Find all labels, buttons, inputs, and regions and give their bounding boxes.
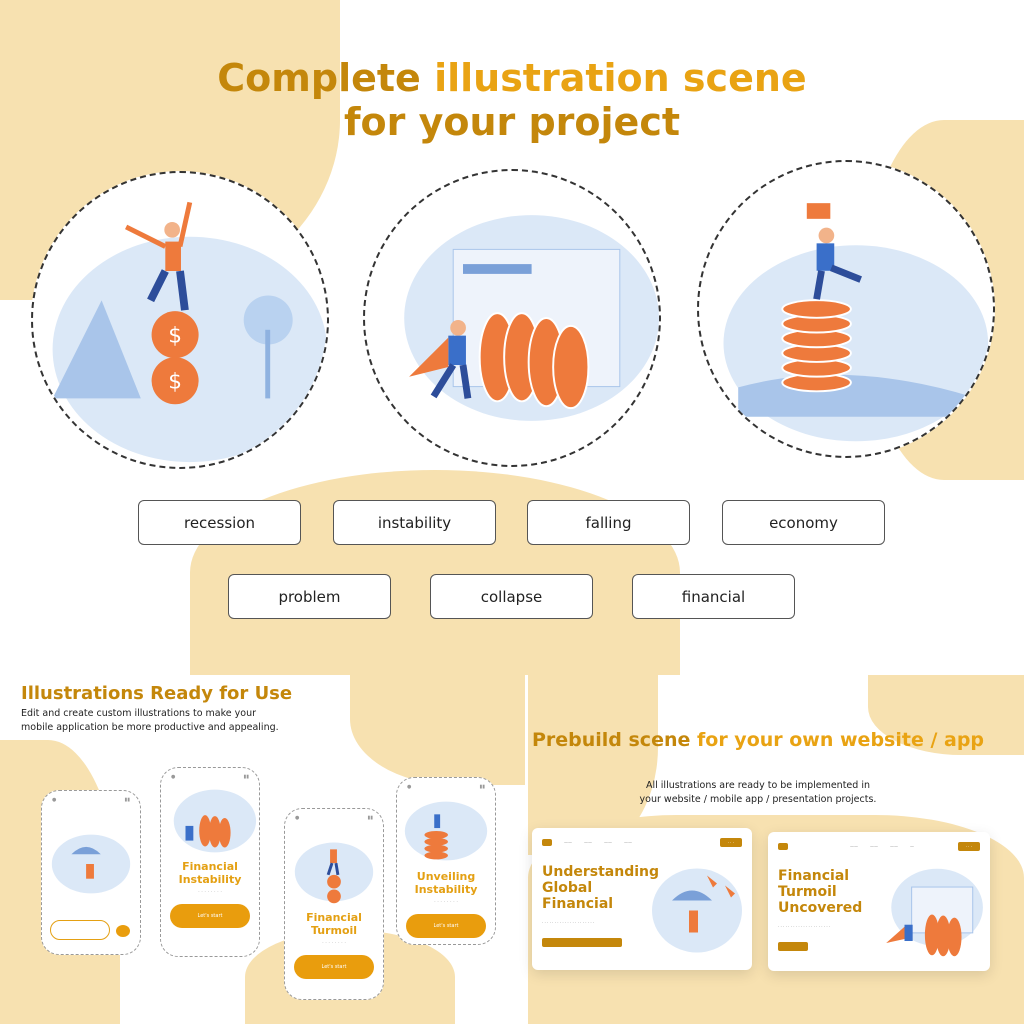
title-text: Complete (217, 56, 435, 100)
page-title: Complete illustration scene for your pro… (0, 56, 1024, 144)
man-on-coin-stack-illustration (404, 801, 488, 861)
website-cta-button[interactable] (542, 938, 622, 947)
status-bar: ●▮▮ (171, 774, 249, 780)
scene-circle-3 (697, 160, 995, 458)
chat-input[interactable] (50, 920, 110, 940)
man-pushing-falling-coins-illustration (404, 215, 659, 421)
lets-start-button[interactable]: Let's start (406, 914, 486, 938)
phone-description: · · · · · · · · (322, 940, 346, 946)
scene-circle-2 (363, 169, 661, 467)
title-accent: for your own website / app (697, 729, 985, 751)
tag-problem[interactable]: problem (228, 574, 391, 619)
mobile-section-title: Illustrations Ready for Use (21, 683, 293, 704)
tag-falling[interactable]: falling (527, 500, 690, 545)
umbrella-illustration (652, 868, 742, 953)
logo-icon (778, 843, 788, 850)
title-text: Prebuild scene (531, 729, 697, 751)
scene-circle-1: $$ (31, 171, 329, 469)
website-mockup-1: ————————· · · Understanding Global Finan… (532, 828, 752, 970)
title-accent: illustration scene (434, 56, 807, 100)
phone-description: · · · · · · · · (198, 889, 222, 895)
phone-mockup-3: ●▮▮ Financial Turmoil · · · · · · · · Le… (284, 808, 384, 1000)
web-section-description: All illustrations are ready to be implem… (639, 780, 877, 805)
phone-mockup-1: ●▮▮ (41, 790, 141, 955)
nav-button[interactable]: · · · (719, 838, 742, 847)
woman-on-coins-illustration (294, 842, 374, 904)
chat-bubble-icon[interactable] (116, 925, 130, 937)
website-nav: ————————· · · (532, 828, 752, 857)
website-description: · · · · · · · · · · · · · · · · · · · · … (778, 924, 831, 929)
tag-economy[interactable]: economy (722, 500, 885, 545)
phone-title: Financial Instability (178, 860, 242, 886)
mobile-section-description: Edit and create custom illustrations to … (21, 708, 279, 733)
phone-description: · · · · · · · · (434, 899, 458, 905)
status-bar: ●▮▮ (407, 784, 485, 790)
man-pushing-coins-illustration (886, 868, 983, 957)
phone-title: Unveiling Instability (414, 870, 478, 896)
status-bar: ●▮▮ (52, 797, 130, 803)
svg-text:$: $ (168, 370, 182, 395)
logo-icon (542, 839, 552, 846)
coins-falling-illustration (173, 789, 257, 853)
status-bar: ●▮▮ (295, 815, 373, 821)
website-cta-button[interactable] (778, 942, 808, 951)
umbrella-illustration (51, 834, 131, 894)
phone-title: Financial Turmoil (306, 911, 362, 937)
website-title: Financial Turmoil Uncovered (778, 868, 863, 916)
tag-financial[interactable]: financial (632, 574, 795, 619)
woman-balancing-on-coins-illustration: $$ (52, 201, 327, 463)
website-mockup-2: ———————· · · Financial Turmoil Uncovered… (768, 832, 990, 971)
title-line2: for your project (343, 100, 681, 144)
bg-blob (350, 675, 525, 785)
web-section-title: Prebuild scene for your own website / ap… (528, 729, 988, 751)
nav-button[interactable]: · · · (957, 842, 980, 851)
website-nav: ———————· · · (768, 832, 990, 861)
lets-start-button[interactable]: Let's start (294, 955, 374, 979)
tag-instability[interactable]: instability (333, 500, 496, 545)
tag-recession[interactable]: recession (138, 500, 301, 545)
lets-start-button[interactable]: Let's start (170, 904, 250, 928)
tag-collapse[interactable]: collapse (430, 574, 593, 619)
phone-mockup-4: ●▮▮ Unveiling Instability · · · · · · · … (396, 777, 496, 945)
website-title: Understanding Global Financial (542, 864, 660, 912)
website-description: · · · · · · · · · · · · · · · · · · · · … (542, 920, 595, 925)
man-on-coin-stack-illustration (723, 203, 989, 442)
phone-mockup-2: ●▮▮ Financial Instability · · · · · · · … (160, 767, 260, 957)
mobile-section: Illustrations Ready for Use Edit and cre… (0, 675, 525, 1024)
web-section: Prebuild scene for your own website / ap… (528, 675, 1024, 1024)
svg-text:$: $ (168, 324, 182, 349)
